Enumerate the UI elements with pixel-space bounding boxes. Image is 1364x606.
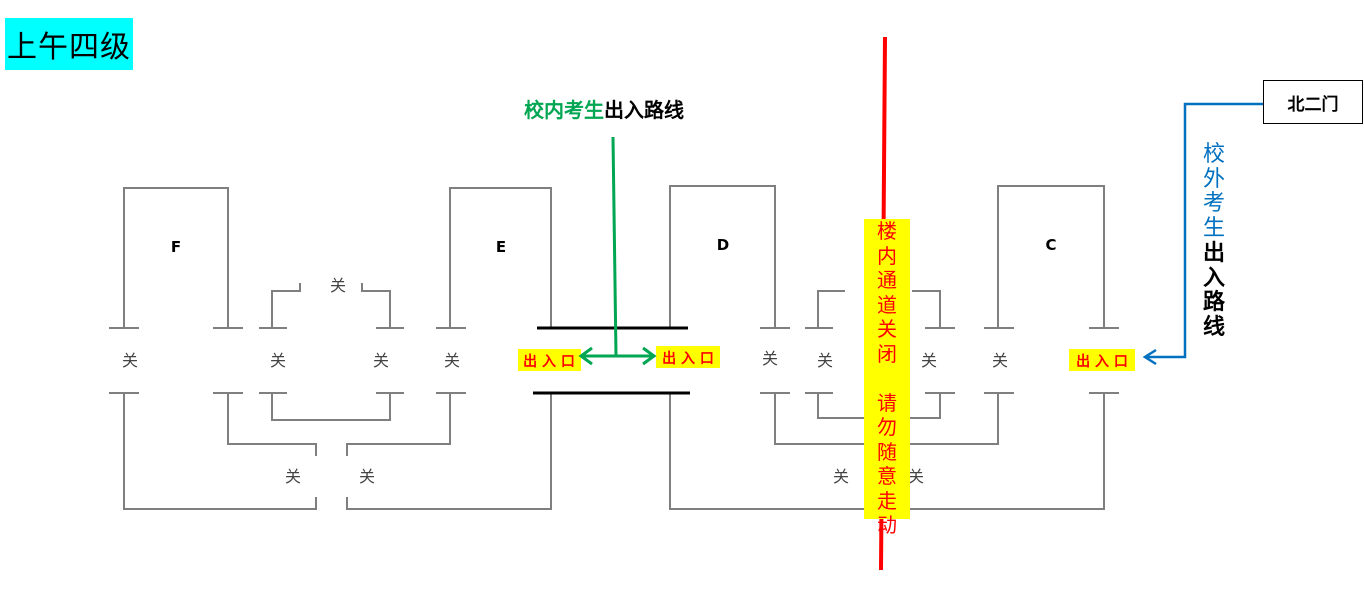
notice-char: 内 bbox=[877, 243, 897, 268]
building-label-f: F bbox=[171, 238, 181, 256]
outer-left-corridor bbox=[123, 393, 317, 510]
notice-char: 请 bbox=[877, 390, 897, 415]
closed-label: 关 bbox=[817, 351, 833, 370]
notice-char: 闭 bbox=[877, 341, 897, 366]
entrance-e: 出 入 口 bbox=[518, 349, 581, 371]
closed-label: 关 bbox=[921, 351, 937, 370]
notice-char: 关 bbox=[877, 317, 897, 341]
outer-route-label: 校外考生出入路线 bbox=[1200, 142, 1228, 340]
north-gate-box: 北二门 bbox=[1263, 80, 1363, 124]
notice-char: 随 bbox=[877, 439, 897, 464]
entrance-c: 出 入 口 bbox=[1069, 349, 1135, 371]
outer-route-char: 外 bbox=[1202, 166, 1225, 192]
notice-char: 勿 bbox=[877, 415, 897, 439]
notice-char bbox=[875, 366, 899, 391]
closed-label: 关 bbox=[908, 467, 924, 486]
entrance-label: 出 入 口 bbox=[662, 350, 714, 367]
entrance-label: 出 入 口 bbox=[1076, 353, 1128, 370]
closed-label: 关 bbox=[359, 467, 375, 486]
closed-label: 关 bbox=[330, 276, 346, 295]
building-d-walls bbox=[669, 185, 776, 328]
outer-route-char: 生 bbox=[1202, 215, 1225, 241]
corridor-closed-notice: 楼内通道关闭 请勿随意走动 bbox=[864, 219, 910, 537]
closed-label: 关 bbox=[373, 351, 389, 370]
building-label-c: C bbox=[1045, 236, 1056, 254]
closed-label: 关 bbox=[833, 467, 849, 486]
outer-route-char: 线 bbox=[1202, 313, 1225, 340]
closed-label: 关 bbox=[444, 351, 460, 370]
building-label-e: E bbox=[496, 238, 506, 256]
passage-e-d bbox=[533, 326, 690, 395]
inner-route-label-part2: 出入路线 bbox=[604, 98, 684, 122]
closed-label: 关 bbox=[122, 351, 138, 370]
notice-char: 通 bbox=[877, 268, 897, 292]
closed-label: 关 bbox=[762, 349, 778, 368]
building-label-d: D bbox=[717, 236, 729, 254]
entrance-label: 出 入 口 bbox=[523, 353, 575, 370]
page-title: 上午四级 bbox=[7, 30, 131, 65]
outer-route-char: 校 bbox=[1202, 142, 1225, 167]
notice-char: 意 bbox=[877, 464, 897, 488]
north-gate-label: 北二门 bbox=[1287, 94, 1339, 115]
notice-char: 道 bbox=[877, 292, 897, 317]
building-e-walls bbox=[449, 187, 552, 328]
closed-label: 关 bbox=[992, 351, 1008, 370]
inner-route-label: 校内考生出入路线 bbox=[524, 94, 684, 123]
closed-label: 关 bbox=[285, 467, 301, 486]
outer-route-char: 入 bbox=[1202, 264, 1225, 291]
closed-label: 关 bbox=[270, 351, 286, 370]
closed-labels: 关 关 关 关 关 关 关 关 关 关 关 关 关 bbox=[122, 276, 1008, 486]
outer-route-char: 出 bbox=[1202, 240, 1225, 266]
outer-route-char: 考 bbox=[1202, 191, 1225, 216]
inner-route-label-part1: 校内考生 bbox=[524, 98, 604, 122]
inner-route-path bbox=[578, 136, 657, 366]
notice-char: 楼 bbox=[877, 219, 897, 243]
entrance-d: 出 入 口 bbox=[656, 346, 720, 368]
title-badge: 上午四级 bbox=[5, 18, 133, 70]
building-c-walls bbox=[997, 185, 1105, 328]
outer-route-path bbox=[1142, 102, 1263, 366]
notice-char: 走 bbox=[877, 488, 897, 513]
connector-left bbox=[271, 283, 301, 328]
building-f-walls bbox=[123, 187, 229, 328]
notice-char: 动 bbox=[877, 513, 897, 537]
outer-route-char: 路 bbox=[1202, 289, 1225, 315]
